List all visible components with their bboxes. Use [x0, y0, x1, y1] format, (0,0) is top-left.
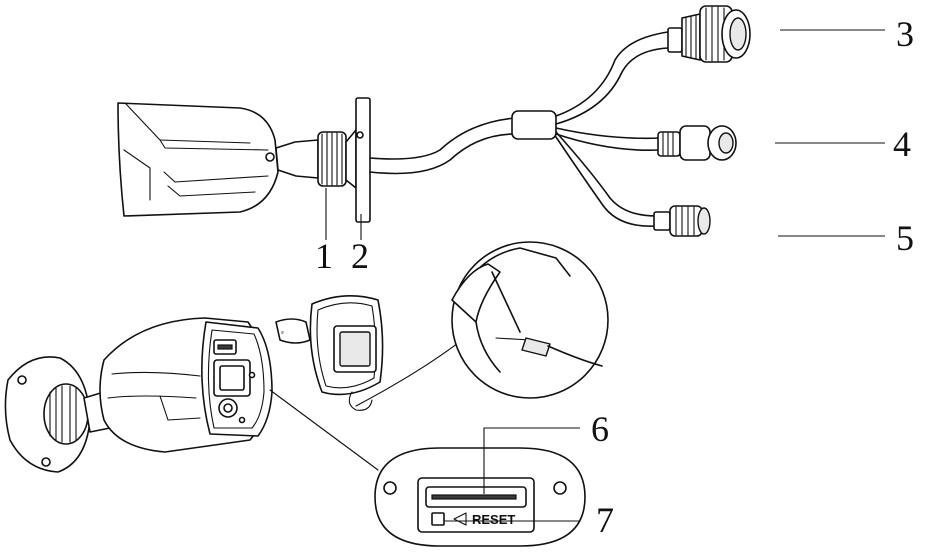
power-connector: [657, 125, 737, 161]
magnified-seal-inset: [451, 241, 609, 399]
sd-reset-panel: RESET: [374, 447, 586, 547]
callout-6: 6: [591, 409, 609, 449]
audio-connector: [653, 205, 711, 237]
callout-7: 7: [596, 500, 614, 540]
callout-5: 5: [896, 218, 914, 258]
network-connector: [667, 5, 751, 63]
callout-1: 1: [315, 236, 333, 276]
callout-leader-6: [483, 427, 580, 494]
cable-splitter: [511, 110, 557, 140]
camera-side-view: [117, 31, 669, 227]
mounting-base: [345, 97, 371, 223]
panel-screw-right: [553, 481, 567, 495]
cover-screw: ≡: [275, 318, 311, 344]
reset-arrow-icon: [453, 512, 467, 526]
callout-leader-7: [444, 520, 580, 522]
camera-rear-view: [4, 317, 273, 473]
sd-card-slot-opening: [431, 494, 517, 500]
reset-button: [431, 512, 445, 526]
adjustment-ring: [317, 131, 347, 187]
callout-2: 2: [351, 236, 369, 276]
svg-text:≡: ≡: [281, 330, 284, 336]
reset-label: RESET: [472, 512, 515, 527]
panel-screw-left: [383, 481, 397, 495]
magnify-guide-line: [269, 389, 379, 471]
callout-3: 3: [896, 14, 914, 54]
callout-4: 4: [893, 124, 911, 164]
rear-cover: [309, 295, 463, 411]
